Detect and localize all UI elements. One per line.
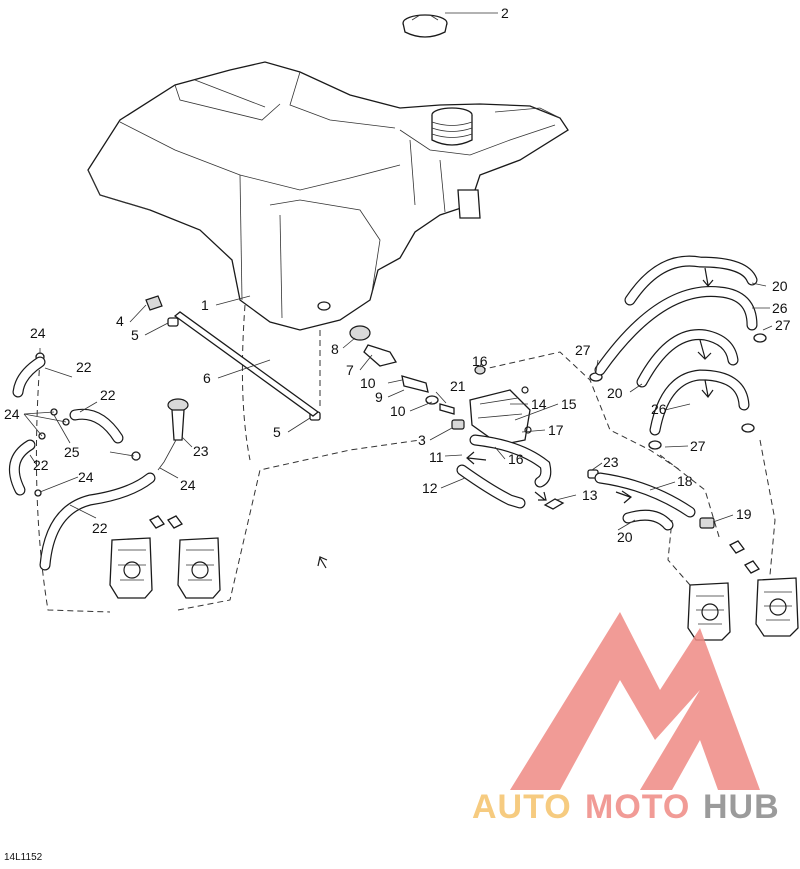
callout-2: 2 bbox=[501, 5, 509, 21]
callout-12: 12 bbox=[422, 480, 438, 496]
callout-27-lower: 27 bbox=[690, 438, 706, 454]
callout-26-lower: 26 bbox=[651, 401, 667, 417]
callout-20-bottom: 20 bbox=[617, 529, 633, 545]
callout-7: 7 bbox=[346, 362, 354, 378]
callout-labels: 2 1 4 5 6 5 8 7 10 9 10 21 3 11 12 13 14… bbox=[4, 5, 791, 545]
watermark-moto: MOTO bbox=[585, 788, 690, 826]
callout-24-middle: 24 bbox=[78, 469, 94, 485]
callout-8: 8 bbox=[331, 341, 339, 357]
watermark-hub: HUB bbox=[703, 788, 780, 826]
callout-19: 19 bbox=[736, 506, 752, 522]
callout-20-mid: 20 bbox=[607, 385, 623, 401]
fuel-cap bbox=[402, 14, 448, 38]
callout-6: 6 bbox=[203, 370, 211, 386]
callout-26-top: 26 bbox=[772, 300, 788, 316]
callout-16-lower: 16 bbox=[508, 451, 524, 467]
callout-1: 1 bbox=[201, 297, 209, 313]
callout-23-right: 23 bbox=[603, 454, 619, 470]
callout-14: 14 bbox=[531, 396, 547, 412]
watermark-logo: AUTO MOTO HUB bbox=[472, 612, 780, 826]
callout-9: 9 bbox=[375, 389, 383, 405]
reference-code: 14L1152 bbox=[4, 852, 43, 863]
watermark-auto: AUTO bbox=[472, 788, 572, 826]
hoses bbox=[8, 255, 758, 571]
callout-22-third: 22 bbox=[33, 457, 49, 473]
callout-4: 4 bbox=[116, 313, 124, 329]
watermark-triangle bbox=[510, 612, 760, 790]
callout-10-upper: 10 bbox=[360, 375, 376, 391]
callout-24-left: 24 bbox=[4, 406, 20, 422]
callout-15: 15 bbox=[561, 396, 577, 412]
leader-lines bbox=[23, 12, 773, 531]
callout-21: 21 bbox=[450, 378, 466, 394]
callout-23-left: 23 bbox=[193, 443, 209, 459]
callout-22-second: 22 bbox=[100, 387, 116, 403]
callout-24-bottom: 24 bbox=[180, 477, 196, 493]
fuel-tank bbox=[87, 61, 569, 331]
callout-10-lower: 10 bbox=[390, 403, 406, 419]
callout-22-top: 22 bbox=[76, 359, 92, 375]
callout-24-top: 24 bbox=[30, 325, 46, 341]
left-carburetors bbox=[109, 515, 221, 599]
direction-arrows bbox=[317, 267, 714, 569]
routing-lines bbox=[35, 304, 776, 613]
callout-5-upper: 5 bbox=[131, 327, 139, 343]
callout-22-bottom: 22 bbox=[92, 520, 108, 536]
callout-27-mid: 27 bbox=[575, 342, 591, 358]
callout-17: 17 bbox=[548, 422, 564, 438]
callout-13: 13 bbox=[582, 487, 598, 503]
callout-16-upper: 16 bbox=[472, 353, 488, 369]
callout-18: 18 bbox=[677, 473, 693, 489]
callout-5-lower: 5 bbox=[273, 424, 281, 440]
callout-11: 11 bbox=[429, 449, 444, 465]
callout-25: 25 bbox=[64, 444, 80, 460]
callout-3: 3 bbox=[418, 432, 426, 448]
right-carburetors bbox=[687, 540, 799, 641]
fittings bbox=[34, 295, 767, 529]
callout-27-top: 27 bbox=[775, 317, 791, 333]
callout-20-top: 20 bbox=[772, 278, 788, 294]
